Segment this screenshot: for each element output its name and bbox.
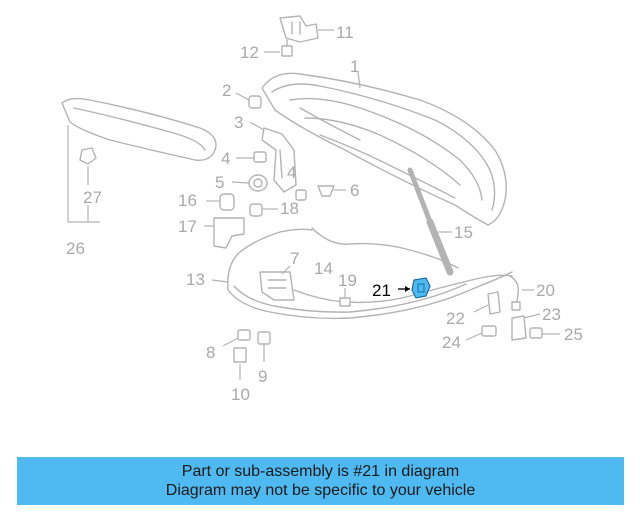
clip-10 bbox=[233, 347, 247, 363]
cable-19 bbox=[293, 274, 513, 307]
callout-7: 7 bbox=[290, 249, 299, 268]
clip-27 bbox=[79, 147, 97, 185]
callout-23: 23 bbox=[542, 305, 561, 324]
callout-8: 8 bbox=[206, 343, 215, 362]
callout-13: 13 bbox=[186, 270, 205, 289]
callout-27: 27 bbox=[83, 188, 102, 207]
bolt-4b bbox=[295, 189, 307, 201]
hood-panel bbox=[261, 72, 507, 226]
hood-insulator bbox=[61, 97, 217, 161]
callout-19: 19 bbox=[338, 271, 357, 290]
callout-15: 15 bbox=[454, 223, 473, 242]
bolt-9 bbox=[257, 331, 271, 345]
callout-18: 18 bbox=[280, 199, 299, 218]
bolt-8 bbox=[237, 329, 251, 341]
cable-14 bbox=[311, 227, 459, 269]
callout-5: 5 bbox=[215, 173, 224, 192]
callout-3: 3 bbox=[234, 113, 243, 132]
callout-25: 25 bbox=[564, 325, 583, 344]
bolt-18 bbox=[249, 203, 263, 217]
bolt-12 bbox=[281, 39, 293, 57]
info-banner: Part or sub-assembly is #21 in diagram D… bbox=[17, 457, 624, 505]
callout-4b: 4 bbox=[287, 163, 296, 182]
callout-21[interactable]: 21 bbox=[372, 281, 391, 300]
bracket-22 bbox=[487, 291, 501, 315]
callout-11: 11 bbox=[336, 23, 354, 42]
bushing-5 bbox=[248, 174, 268, 192]
banner-line-part-number: Part or sub-assembly is #21 in diagram bbox=[181, 463, 460, 480]
hinge-3 bbox=[261, 127, 297, 193]
callout-20: 20 bbox=[536, 281, 555, 300]
parts-diagram: 1 2 3 4 4 5 6 7 8 9 10 11 12 13 14 15 16… bbox=[61, 15, 583, 404]
callout-2: 2 bbox=[222, 81, 231, 100]
callout-12: 12 bbox=[240, 43, 259, 62]
bolt-4a bbox=[253, 151, 267, 163]
latch-7 bbox=[259, 271, 295, 301]
handle-20 bbox=[509, 275, 521, 311]
callout-22: 22 bbox=[446, 309, 465, 328]
strut-15 bbox=[407, 167, 454, 276]
bushing-16 bbox=[219, 193, 235, 211]
callout-9: 9 bbox=[258, 367, 267, 386]
clip-6 bbox=[317, 185, 335, 197]
clip-25 bbox=[529, 327, 543, 339]
hinge-11 bbox=[279, 15, 319, 43]
part-21-highlight[interactable] bbox=[411, 277, 431, 299]
callout-16: 16 bbox=[178, 191, 197, 210]
callout-14: 14 bbox=[314, 259, 333, 278]
bracket-17 bbox=[213, 217, 245, 249]
callout-10: 10 bbox=[231, 385, 250, 404]
seal-13 bbox=[227, 228, 513, 320]
callout-1: 1 bbox=[350, 57, 359, 76]
bolt-24 bbox=[481, 325, 497, 337]
callout-24: 24 bbox=[442, 333, 461, 352]
banner-line-disclaimer: Diagram may not be specific to your vehi… bbox=[165, 482, 476, 499]
bracket-23 bbox=[511, 315, 527, 341]
bumper-2 bbox=[248, 95, 262, 109]
callout-17: 17 bbox=[178, 217, 197, 236]
callout-6: 6 bbox=[350, 181, 359, 200]
callout-26: 26 bbox=[66, 239, 85, 258]
callout-4a: 4 bbox=[221, 149, 230, 168]
